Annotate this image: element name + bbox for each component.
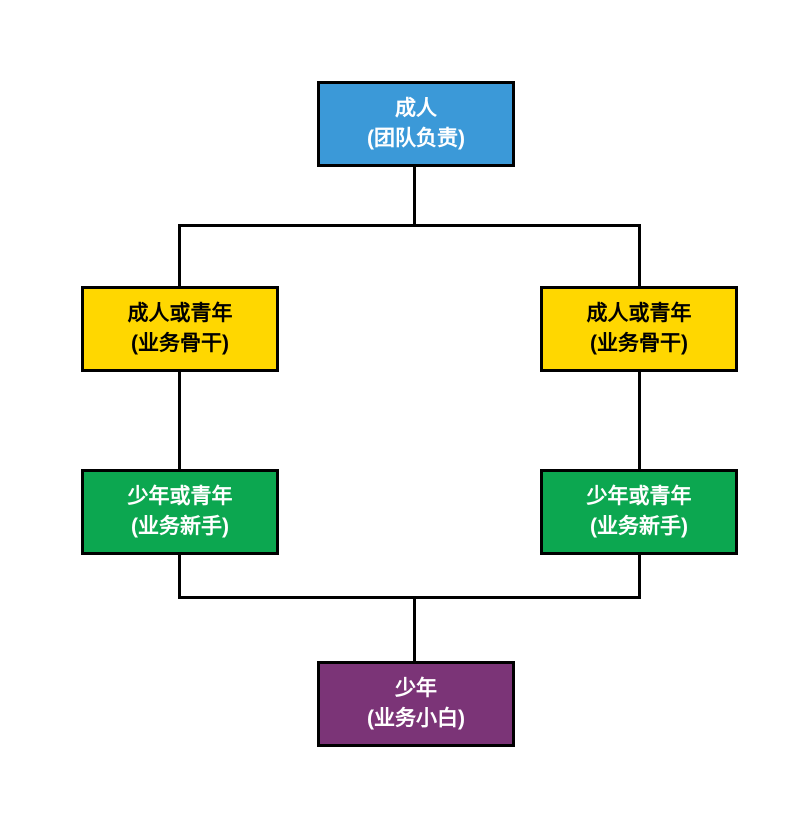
connector-rookie-stem — [413, 596, 416, 663]
node-team-leader-title: 成人 — [395, 97, 437, 120]
node-backbone-left: 成人或青年 (业务骨干) — [81, 286, 279, 372]
node-novice-right-title: 少年或青年 — [586, 485, 692, 508]
node-backbone-left-title: 成人或青年 — [127, 302, 233, 325]
connector-right-mid-drop — [638, 370, 641, 471]
node-team-leader-subtitle: (团队负责) — [367, 127, 465, 150]
node-novice-left: 少年或青年 (业务新手) — [81, 469, 279, 555]
node-backbone-left-subtitle: (业务骨干) — [131, 332, 229, 355]
connector-left-mid-drop — [178, 370, 181, 471]
node-rookie: 少年 (业务小白) — [317, 661, 515, 747]
connector-left-bottom-drop — [178, 553, 181, 599]
node-team-leader: 成人 (团队负责) — [317, 81, 515, 167]
node-backbone-right: 成人或青年 (业务骨干) — [540, 286, 738, 372]
connector-bottom-rail — [178, 596, 641, 599]
connector-right-bottom-drop — [638, 553, 641, 599]
connector-left-top-drop — [178, 224, 181, 288]
connector-root-stem — [413, 164, 416, 226]
node-rookie-subtitle: (业务小白) — [367, 707, 465, 730]
connector-top-rail — [178, 224, 641, 227]
node-novice-right-subtitle: (业务新手) — [590, 515, 688, 538]
node-backbone-right-title: 成人或青年 — [586, 302, 692, 325]
node-novice-right: 少年或青年 (业务新手) — [540, 469, 738, 555]
connector-right-top-drop — [638, 224, 641, 288]
node-novice-left-title: 少年或青年 — [127, 485, 233, 508]
node-rookie-title: 少年 — [395, 677, 437, 700]
node-novice-left-subtitle: (业务新手) — [131, 515, 229, 538]
node-backbone-right-subtitle: (业务骨干) — [590, 332, 688, 355]
